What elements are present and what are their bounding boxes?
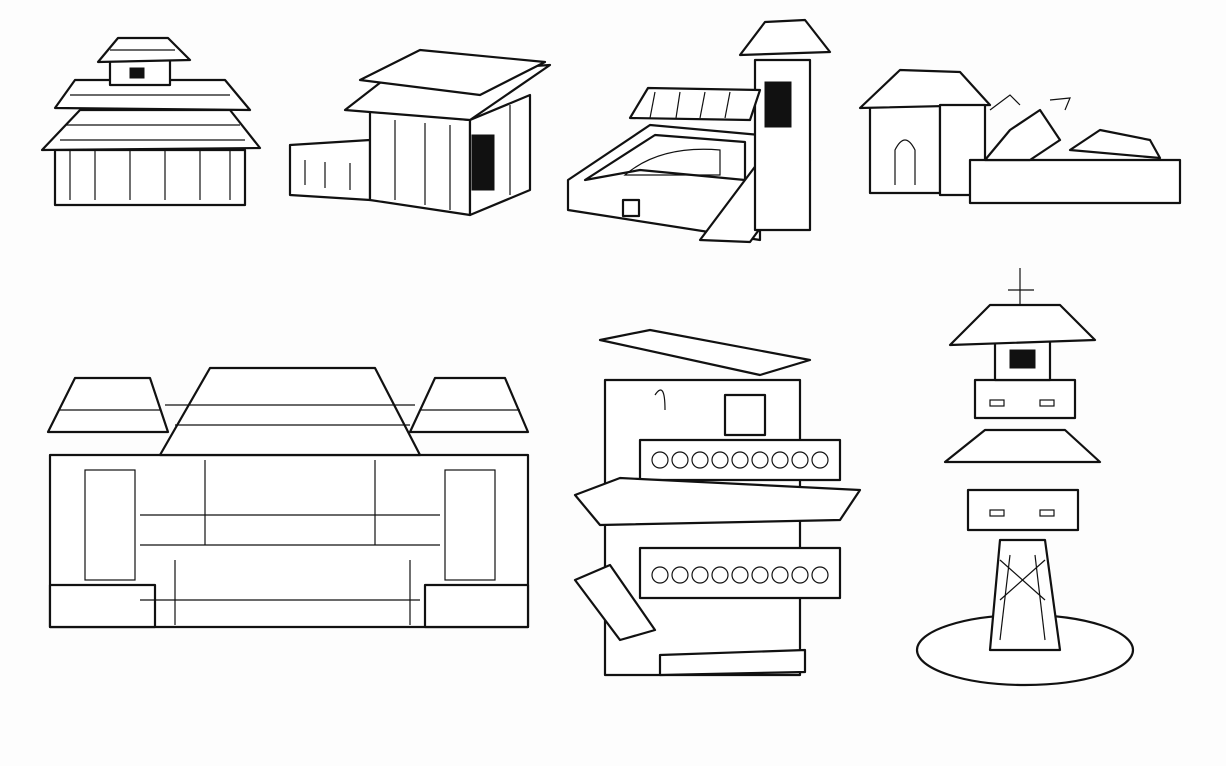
- model-house-with-pen: [858, 68, 1182, 205]
- model-large-hall: [46, 366, 530, 629]
- model-courtyard-with-tower: [566, 18, 832, 244]
- model-multi-tier-house: [40, 36, 262, 207]
- model-house-with-yard: [288, 48, 552, 217]
- model-multi-storey-tower: [573, 328, 862, 677]
- model-water-pavilion: [915, 268, 1135, 687]
